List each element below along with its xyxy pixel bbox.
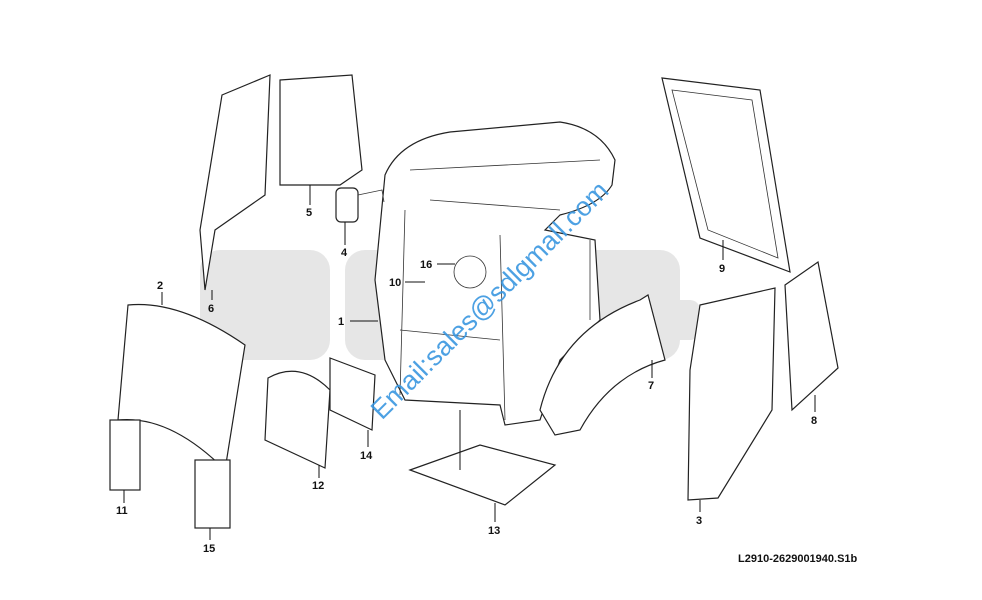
panel-part-8 xyxy=(784,260,839,412)
window-part-9 xyxy=(661,77,791,273)
door-part-6 xyxy=(199,74,271,291)
callout-2: 2 xyxy=(157,280,163,292)
panel-part-12 xyxy=(264,370,331,469)
panel-part-11 xyxy=(109,419,141,491)
callout-11: 11 xyxy=(116,505,128,517)
callout-12: 12 xyxy=(312,480,324,492)
panel-part-14 xyxy=(329,357,376,431)
callout-10: 10 xyxy=(389,277,401,289)
fender-part-7 xyxy=(539,294,666,436)
leader-lines xyxy=(123,185,816,540)
callout-6: 6 xyxy=(208,303,214,315)
callout-7: 7 xyxy=(648,380,654,392)
drawing-code: L2910-2629001940.S1b xyxy=(738,553,858,565)
callout-14: 14 xyxy=(360,450,373,462)
callout-9: 9 xyxy=(719,263,725,275)
callout-4: 4 xyxy=(341,247,348,259)
callout-5: 5 xyxy=(306,207,312,219)
panel-part-15 xyxy=(194,459,231,529)
callout-labels: 1 2 3 4 5 6 7 8 9 10 11 12 13 14 15 16 xyxy=(116,207,817,555)
callout-16: 16 xyxy=(420,259,432,271)
callout-13: 13 xyxy=(488,525,500,537)
callout-8: 8 xyxy=(811,415,817,427)
callout-1: 1 xyxy=(338,316,344,328)
mirror-arm xyxy=(357,189,385,203)
steering-wheel-icon xyxy=(453,255,487,289)
window-part-9-inner xyxy=(671,89,779,259)
window-part-5 xyxy=(279,74,363,186)
callout-3: 3 xyxy=(696,515,702,527)
cab-frame xyxy=(374,121,616,426)
callout-15: 15 xyxy=(203,543,215,555)
mirror-part-4 xyxy=(335,187,359,223)
door-part-3 xyxy=(687,287,776,501)
floor-mat-part-13 xyxy=(408,444,557,506)
